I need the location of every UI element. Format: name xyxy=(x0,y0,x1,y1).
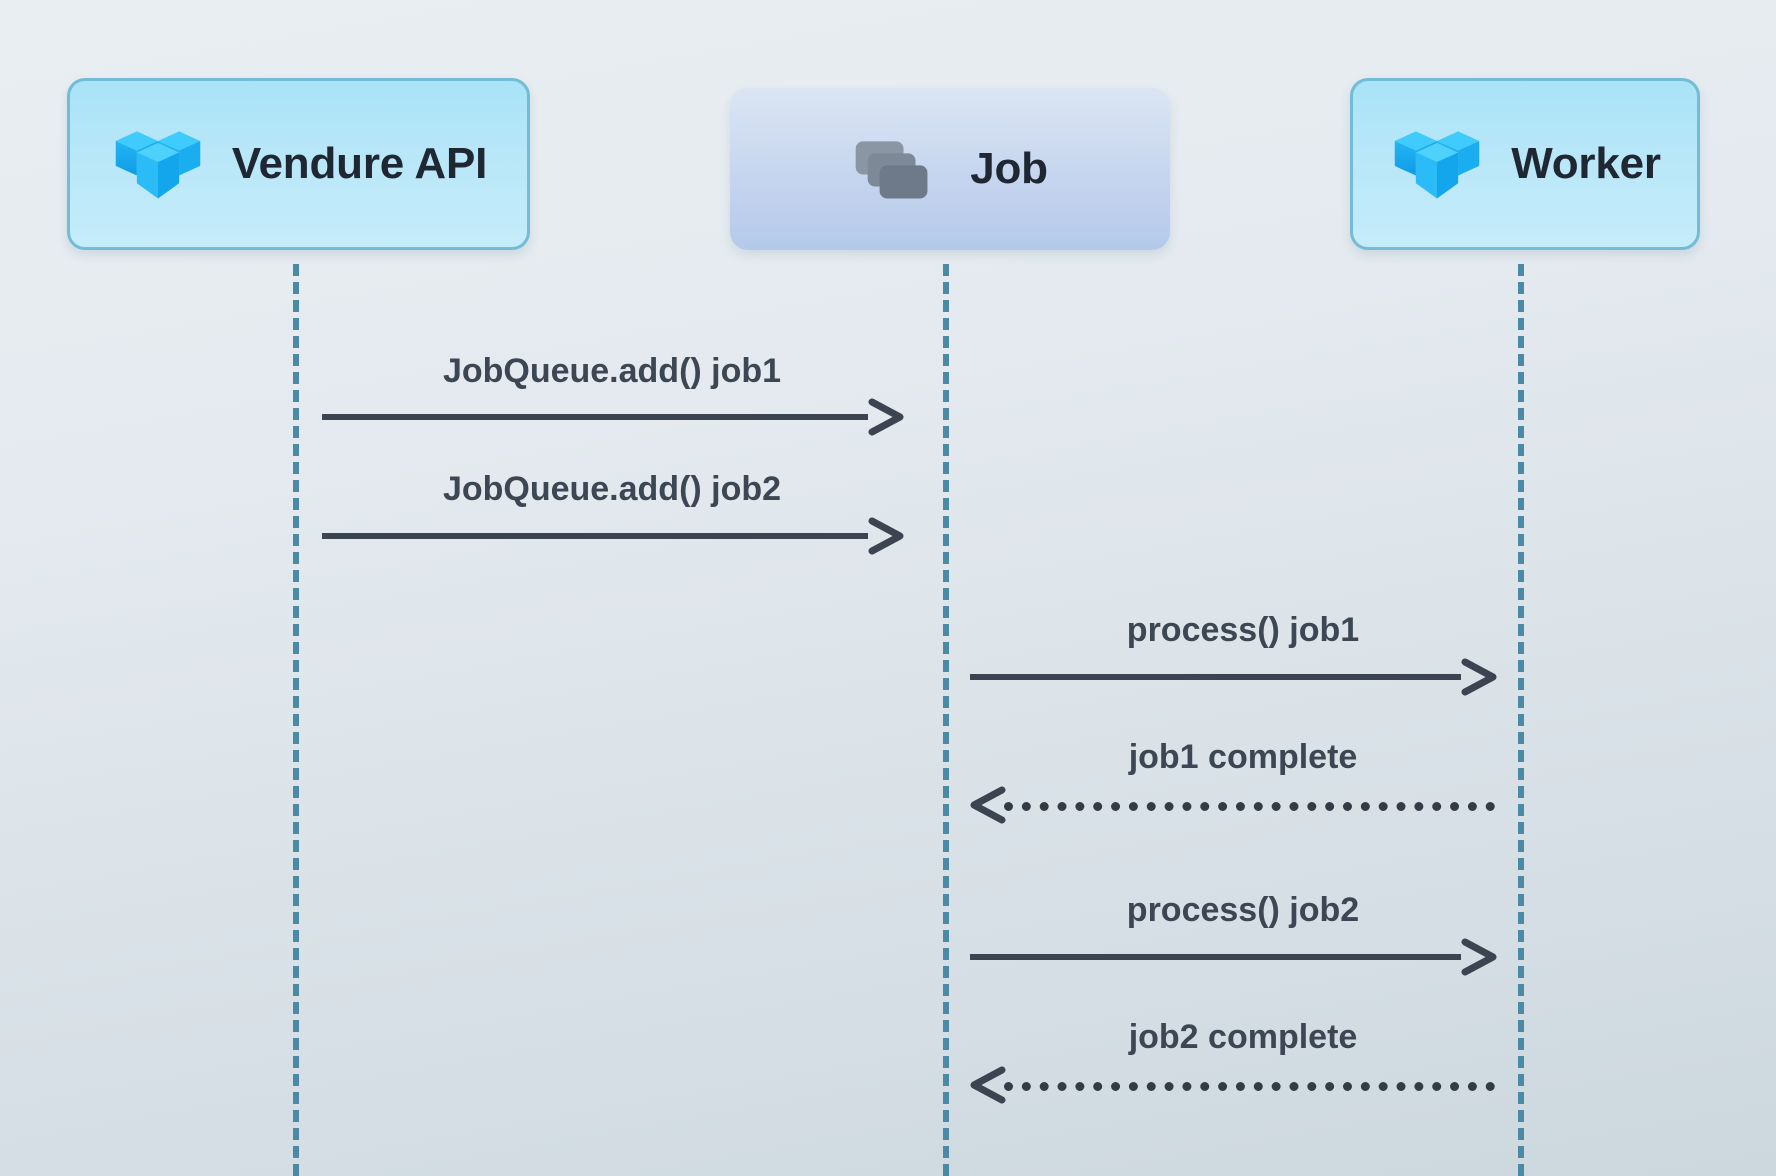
message-label-m6: job2 complete xyxy=(1128,1018,1358,1056)
arrowhead-m1 xyxy=(868,398,904,436)
message-label-m3: process() job1 xyxy=(1126,611,1360,649)
arrowhead-m2 xyxy=(868,517,904,555)
arrowhead-m3 xyxy=(1461,658,1497,696)
lifeline-vendure-api xyxy=(293,264,299,1176)
participant-worker[interactable]: Worker xyxy=(1350,78,1700,250)
arrowhead-m5 xyxy=(1461,938,1497,976)
message-line-m3 xyxy=(970,674,1461,680)
lifeline-worker xyxy=(1518,264,1524,1176)
message-label-m4: job1 complete xyxy=(1128,738,1358,776)
vendure-cubes-icon xyxy=(110,116,206,212)
message-label-m1: JobQueue.add() job1 xyxy=(442,352,782,390)
vendure-cubes-icon xyxy=(1389,116,1485,212)
message-line-m1 xyxy=(322,414,868,420)
message-label-m2: JobQueue.add() job2 xyxy=(442,470,782,508)
participant-label: Vendure API xyxy=(231,139,488,188)
message-label-m5: process() job2 xyxy=(1126,891,1360,929)
message-line-m6 xyxy=(1004,1082,1495,1091)
participant-vendure-api[interactable]: Vendure API xyxy=(67,78,530,250)
message-line-m5 xyxy=(970,954,1461,960)
arrowhead-m4 xyxy=(970,786,1006,824)
participant-job[interactable]: Job xyxy=(730,88,1170,250)
stacked-cards-icon xyxy=(852,123,944,215)
lifeline-job xyxy=(943,264,949,1176)
message-line-m4 xyxy=(1004,802,1495,811)
message-line-m2 xyxy=(322,533,868,539)
participant-label: Job xyxy=(970,144,1048,193)
participant-label: Worker xyxy=(1511,139,1661,188)
arrowhead-m6 xyxy=(970,1066,1006,1104)
